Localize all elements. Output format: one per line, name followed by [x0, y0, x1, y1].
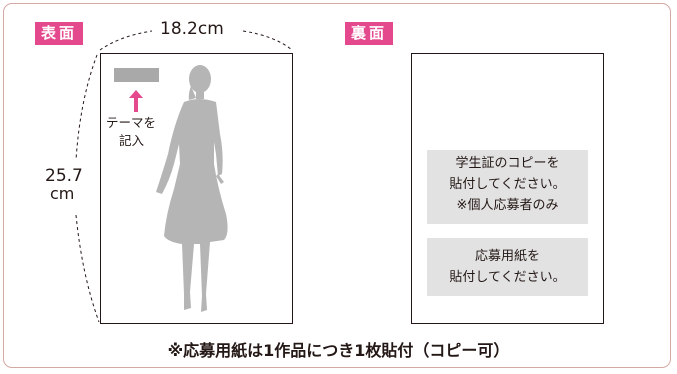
entry-form-box: 応募用紙を 貼付してください。: [427, 238, 588, 296]
entry-form-line1: 応募用紙を: [474, 249, 540, 264]
theme-label-line2: 記入: [119, 133, 145, 148]
student-id-line3: ※個人応募者のみ: [456, 198, 559, 213]
entry-form-line2: 貼付してください。: [449, 270, 566, 285]
student-id-box: 学生証のコピーを 貼付してください。 ※個人応募者のみ: [427, 150, 588, 224]
width-label: 18.2cm: [160, 19, 224, 39]
student-id-line2: 貼付してください。: [449, 177, 566, 192]
arrow-up-icon: [129, 90, 143, 112]
footer-note: ※応募用紙は1作品につき1枚貼付（コピー可）: [167, 341, 510, 360]
theme-label-line1: テーマを: [106, 115, 157, 130]
theme-box: [114, 68, 159, 82]
front-tag: 表面: [35, 22, 84, 45]
person-silhouette-icon: [156, 65, 228, 312]
outer-frame: [3, 3, 671, 368]
height-label-unit: cm: [50, 184, 75, 203]
front-sheet: テーマを 記入: [100, 53, 293, 324]
height-label-value: 25.7: [45, 166, 83, 186]
back-tag: 裏面: [345, 22, 394, 45]
student-id-line1: 学生証のコピーを: [455, 156, 560, 171]
